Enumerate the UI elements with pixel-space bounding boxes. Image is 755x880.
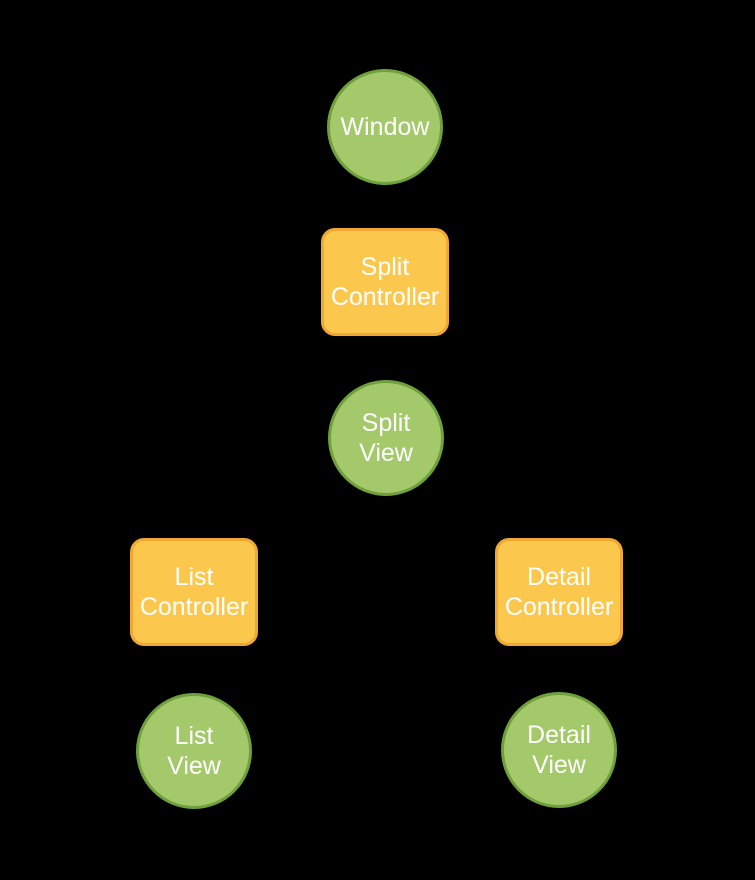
node-detail-controller: Detail Controller <box>495 538 623 646</box>
node-label-line: List <box>174 721 214 750</box>
node-label: List View <box>167 721 221 782</box>
node-label-line: View <box>167 752 221 780</box>
node-label: Split View <box>359 408 413 469</box>
node-window: Window <box>327 69 443 185</box>
node-label: Window <box>341 112 430 143</box>
node-label-line: Controller <box>139 593 249 621</box>
node-label: Detail Controller <box>505 562 613 623</box>
node-label-line: Detail <box>527 720 591 749</box>
node-list-controller: List Controller <box>130 538 258 646</box>
node-label-line: Split <box>361 408 411 437</box>
node-detail-view: Detail View <box>501 692 617 808</box>
node-label-line: Detail <box>527 562 591 591</box>
node-label: Detail View <box>527 720 591 781</box>
node-list-view: List View <box>136 693 252 809</box>
node-label-line: Window <box>340 112 430 141</box>
node-split-view: Split View <box>328 380 444 496</box>
node-label-line: List <box>174 562 214 591</box>
node-label-line: Controller <box>504 593 614 621</box>
node-label-line: View <box>532 751 586 779</box>
node-label-line: View <box>359 439 413 467</box>
node-label-line: Split <box>360 252 410 281</box>
node-label-line: Controller <box>330 283 440 311</box>
node-split-controller: Split Controller <box>321 228 449 336</box>
node-label: Split Controller <box>331 252 439 313</box>
node-label: List Controller <box>140 562 248 623</box>
